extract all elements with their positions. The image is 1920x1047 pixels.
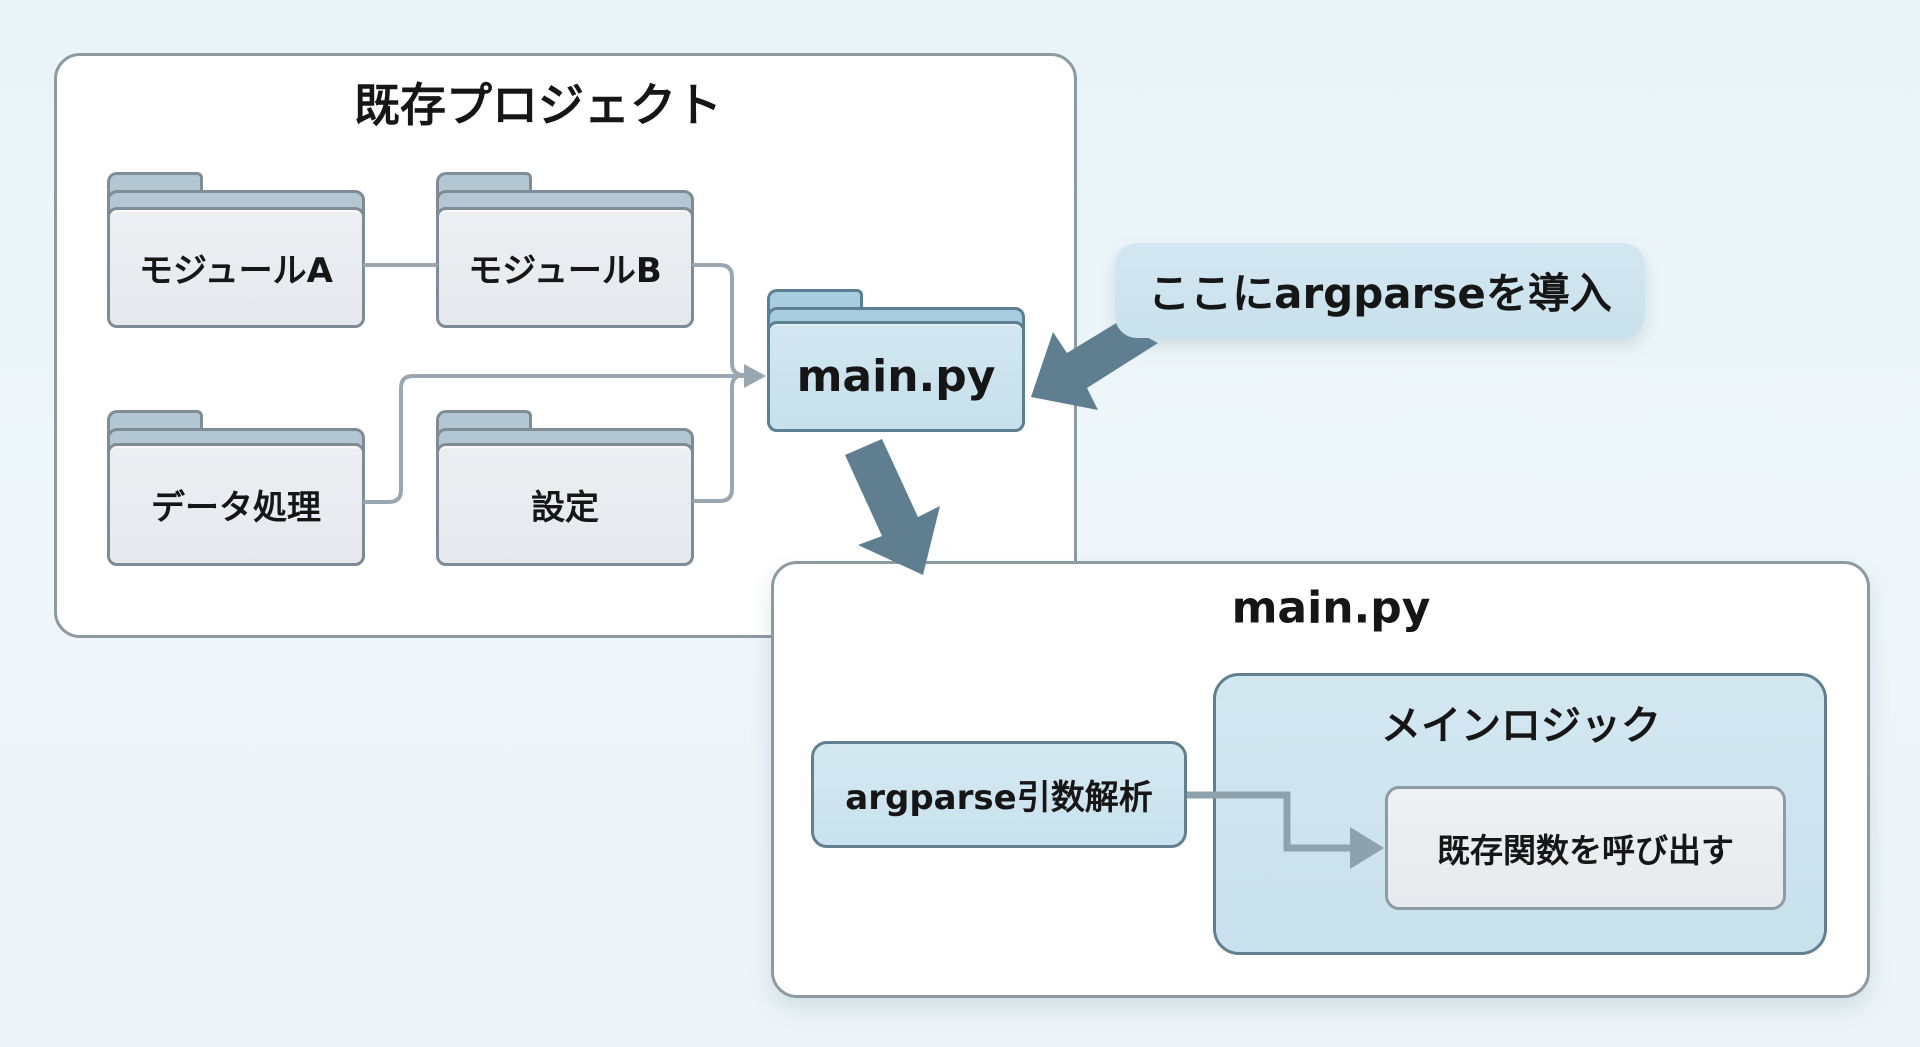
call-existing-functions-label: 既存関数を呼び出す xyxy=(1437,831,1734,870)
folder-main-py[interactable]: main.py xyxy=(767,289,1025,432)
folder-label: モジュールB xyxy=(436,207,694,328)
call-existing-functions-box[interactable]: 既存関数を呼び出す xyxy=(1385,786,1786,910)
main-py-detail-title: main.py xyxy=(1231,582,1431,634)
folder-data-processing[interactable]: データ処理 xyxy=(107,410,365,566)
argparse-callout: ここにargparseを導入 xyxy=(1115,243,1645,338)
folder-label: 設定 xyxy=(436,443,694,566)
folder-module-b[interactable]: モジュールB xyxy=(436,172,694,328)
folder-label: main.py xyxy=(767,321,1025,432)
argparse-step-box[interactable]: argparse引数解析 xyxy=(811,741,1187,848)
folder-settings[interactable]: 設定 xyxy=(436,410,694,566)
folder-label: モジュールA xyxy=(107,207,365,328)
main-logic-title: メインロジック xyxy=(1381,703,1661,749)
folder-label: データ処理 xyxy=(107,443,365,566)
folder-module-a[interactable]: モジュールA xyxy=(107,172,365,328)
argparse-step-label: argparse引数解析 xyxy=(845,778,1153,818)
existing-project-title: 既存プロジェクト xyxy=(354,78,722,132)
callout-text: ここにargparseを導入 xyxy=(1148,269,1612,318)
